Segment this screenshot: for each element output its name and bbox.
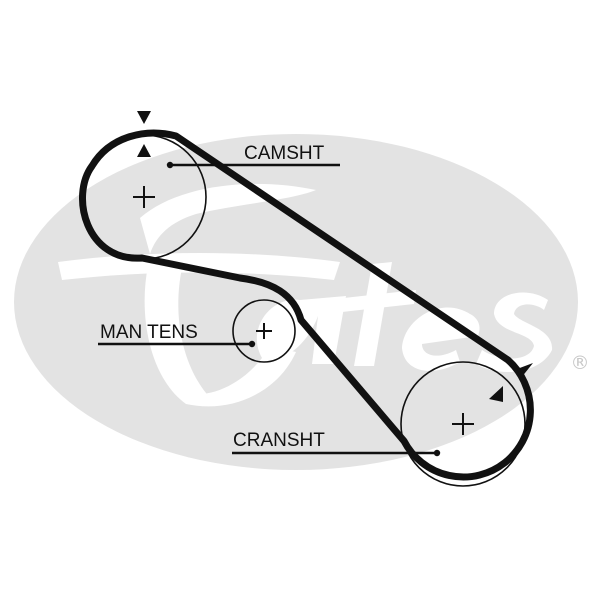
- tensioner-pulley: [232, 299, 296, 363]
- camshaft-leader: [166, 161, 340, 169]
- registered-mark: ®: [571, 352, 590, 374]
- tensioner-label: MAN TENS: [100, 322, 198, 343]
- tensioner-leader: [98, 340, 256, 348]
- crankshaft-timing-mark: [489, 363, 533, 402]
- camshaft-center-cross: [133, 186, 155, 208]
- crankshaft-label: CRANSHT: [233, 430, 325, 451]
- tensioner-center-cross: [256, 323, 272, 339]
- crankshaft-leader: [232, 449, 441, 457]
- camshaft-label: CAMSHT: [244, 143, 325, 164]
- crankshaft-center-cross: [452, 413, 474, 435]
- gates-watermark-logo: ®: [14, 134, 590, 470]
- camshaft-timing-mark: [137, 111, 151, 157]
- crankshaft-pulley: [400, 361, 526, 487]
- timing-belt: [79, 129, 534, 481]
